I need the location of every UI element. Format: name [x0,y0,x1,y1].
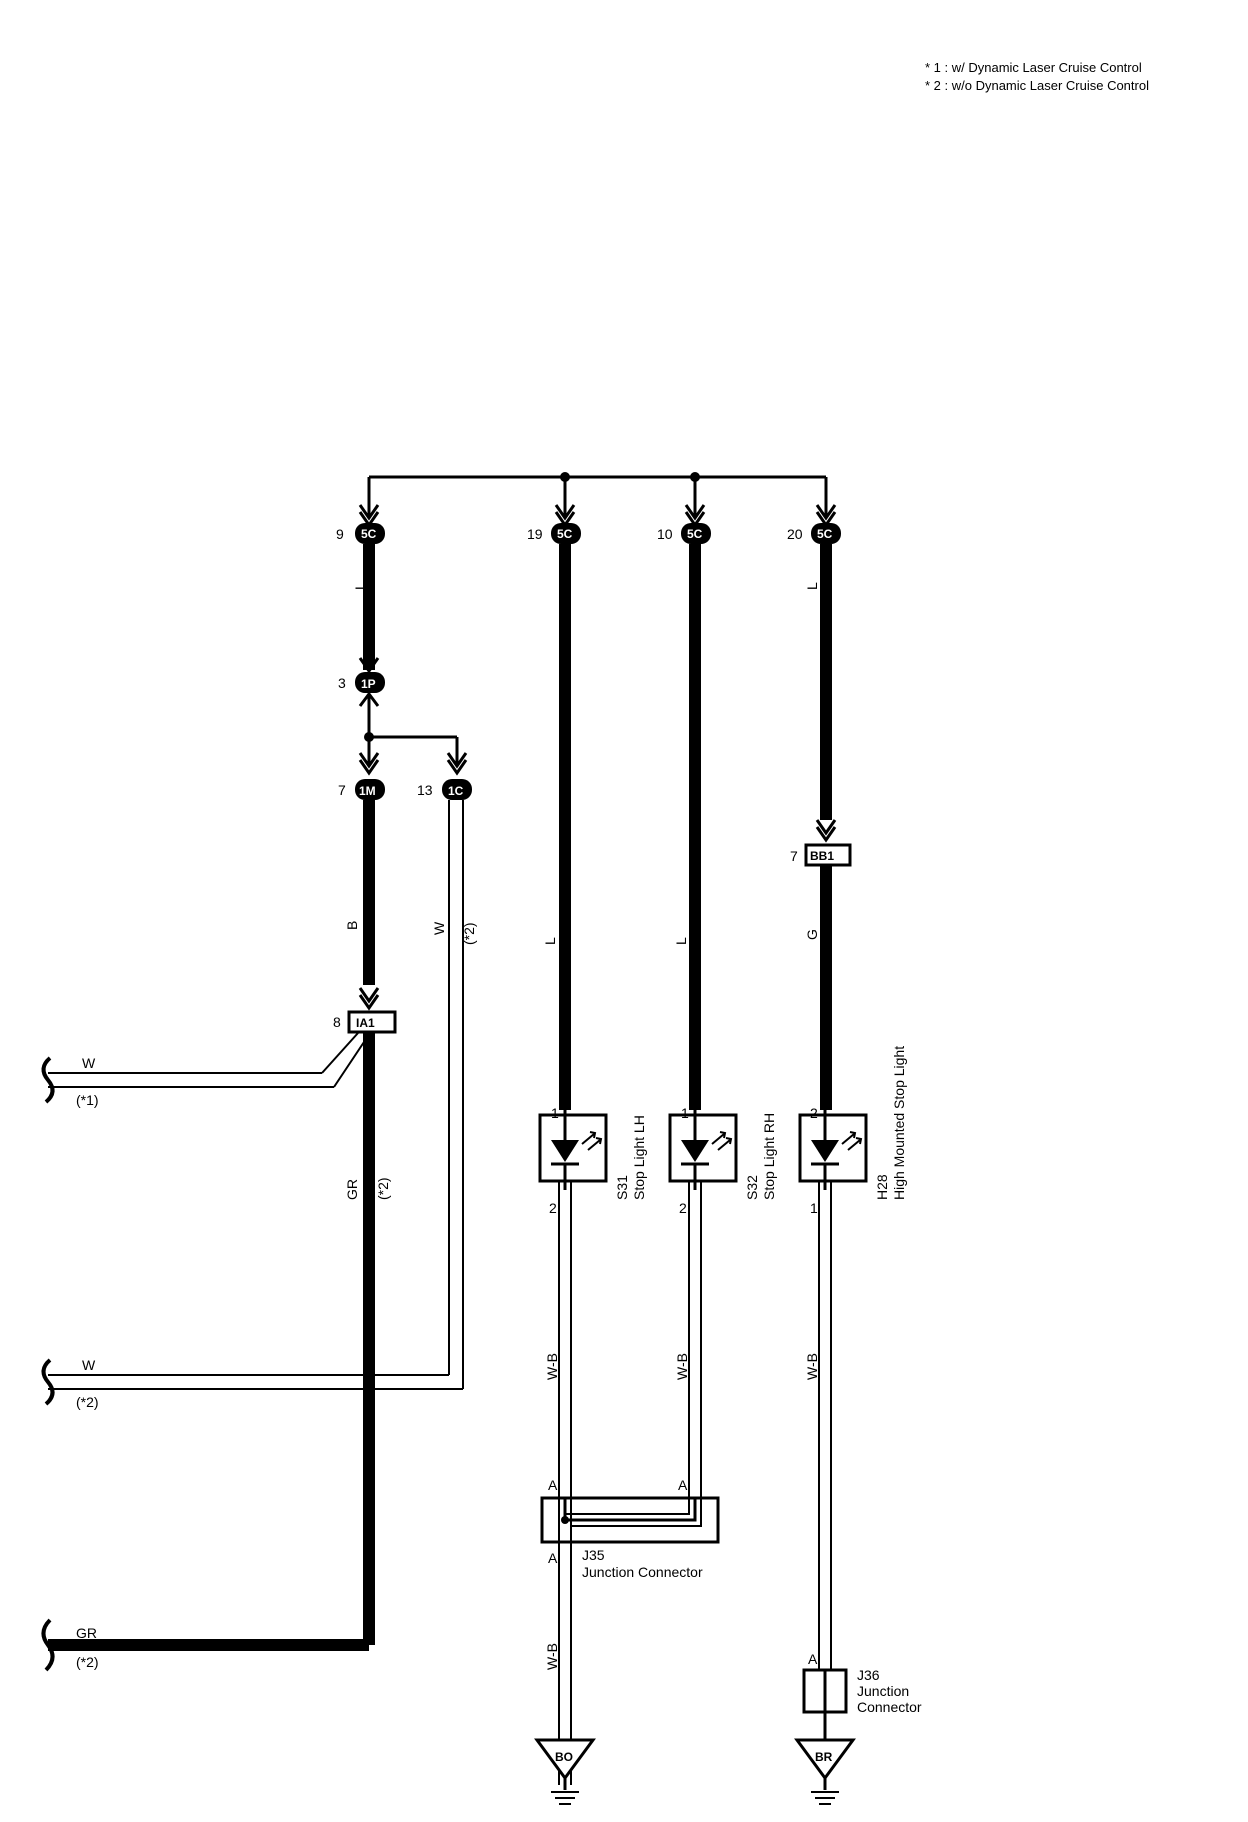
wire-color-label: L [352,582,368,590]
wire-color-label: W-B [544,1643,560,1670]
top-bus [367,472,828,518]
wire-column-4 [798,544,868,1740]
wire-color-label: W-B [544,1353,560,1380]
connector-code: 5C [817,527,833,541]
component-code: S31 [614,1175,630,1200]
pin-number: 7 [338,782,346,798]
wire-color-label: GR [76,1625,97,1641]
wire-color-label: GR [344,1179,360,1200]
component-code: J35 [582,1547,605,1563]
pin-number: 9 [336,526,344,542]
pin-number: 1 [810,1200,818,1216]
wire-color-label: W [82,1357,96,1373]
ground-code: BO [555,1750,573,1764]
wire-1c-w [48,800,464,1390]
wire-color-label: W-B [804,1353,820,1380]
pin-number: 3 [338,675,346,691]
component-name: Junction Connector [582,1564,703,1580]
connector-5c-20: 5C 20 [787,504,841,544]
ground-icon-bo [534,1738,596,1805]
pin-number: 10 [657,526,673,542]
connector-code: 1M [359,784,376,798]
wire-break-icons [41,1056,55,1672]
pin-number: 1 [681,1105,689,1121]
component-name: Connector [857,1699,922,1715]
pin-number: 19 [527,526,543,542]
pin-number: 2 [549,1200,557,1216]
component-name: Stop Light RH [761,1113,777,1200]
pin-number: A [808,1651,818,1667]
connector-code: 5C [687,527,703,541]
pin-number: 8 [333,1014,341,1030]
note-1: * 1 : w/ Dynamic Laser Cruise Control [925,60,1142,75]
wire-column-2 [538,544,608,1785]
connector-5c-9: 5C 9 [336,504,385,544]
connector-code: IA1 [356,1016,375,1030]
connector-code: 5C [361,527,377,541]
ground-code: BR [815,1750,833,1764]
pin-number: 7 [790,848,798,864]
component-code: S32 [744,1175,760,1200]
connector-code: 5C [557,527,573,541]
pin-number: 1 [551,1105,559,1121]
connector-code: 1P [361,677,376,691]
pin-number: 2 [679,1200,687,1216]
ground-icon-br [794,1738,856,1805]
pin-number: A [548,1477,558,1493]
component-code: H28 [874,1174,890,1200]
pin-number: A [678,1477,688,1493]
component-name: Stop Light LH [631,1115,647,1200]
wire-color-label: L [673,937,689,945]
junction-connector-j35 [540,1496,720,1544]
pin-number: A [548,1550,558,1566]
wire-color-label: L [542,937,558,945]
component-name: High Mounted Stop Light [891,1046,907,1200]
wire-ia1-w [48,1032,371,1088]
wire-color-label: W [82,1055,96,1071]
component-code: J36 [857,1667,880,1683]
note-2: * 2 : w/o Dynamic Laser Cruise Control [925,78,1149,93]
connector-5c-10: 5C 10 [657,504,711,544]
pin-number: 2 [810,1105,818,1121]
connector-code: BB1 [810,849,834,863]
wire-note: (*2) [375,1177,391,1200]
wire-column-3 [668,544,738,1498]
wire-note: (*2) [76,1654,99,1670]
wire-color-label: W [431,921,447,935]
pin-number: 20 [787,526,803,542]
pin-number: 13 [417,782,433,798]
wire-color-label: W-B [674,1353,690,1380]
wire-column-1 [48,544,472,1651]
connector-code: 1C [448,784,464,798]
wire-color-label: G [804,929,820,940]
wire-color-label: B [344,921,360,930]
wire-note: (*2) [461,922,477,945]
connector-5c-19: 5C 19 [527,504,581,544]
component-name: Junction [857,1683,909,1699]
wire-color-label: L [804,582,820,590]
wire-note: (*2) [76,1394,99,1410]
wire-note: (*1) [76,1092,99,1108]
